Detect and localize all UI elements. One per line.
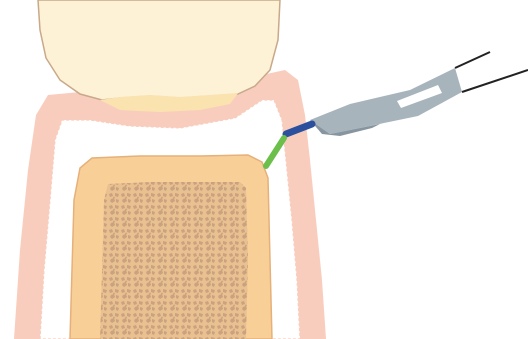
scalpel-blade [310, 68, 462, 134]
scalpel-handle-lower [462, 70, 528, 92]
tooth-crown-icon [38, 0, 280, 100]
scalpel-icon [310, 52, 528, 136]
scalpel-handle-upper [455, 52, 490, 68]
cancellous-bone [100, 182, 248, 339]
